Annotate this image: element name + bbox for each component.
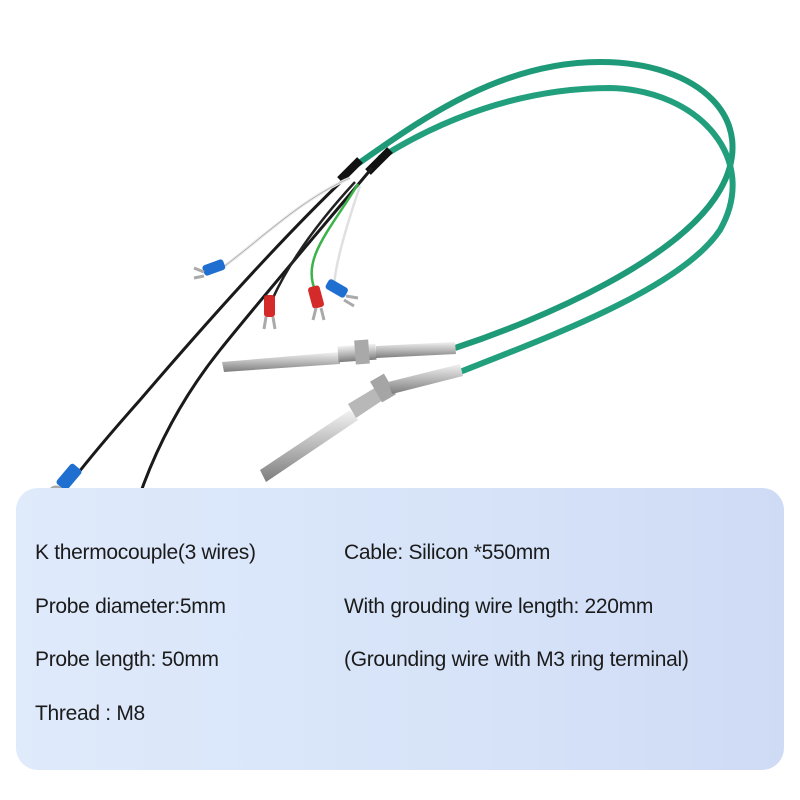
spade-terminal-blue-1 bbox=[193, 259, 226, 280]
spade-terminal-red-2 bbox=[308, 285, 326, 321]
spade-terminal-blue-2 bbox=[325, 279, 359, 308]
spec-thread: Thread : M8 bbox=[35, 702, 145, 725]
spade-terminal-red-1 bbox=[262, 295, 277, 330]
spec-probe-length: Probe length: 50mm bbox=[35, 648, 219, 671]
probe-2 bbox=[260, 364, 463, 482]
green-cable-1 bbox=[350, 58, 736, 351]
ground-wire-1 bbox=[63, 176, 347, 491]
probe-1 bbox=[222, 339, 456, 372]
spec-thermocouple-type: K thermocouple(3 wires) bbox=[35, 541, 256, 564]
green-cable-2 bbox=[378, 84, 736, 375]
spec-grounding-terminal: (Grounding wire with M3 ring terminal) bbox=[344, 648, 689, 671]
spec-panel bbox=[16, 488, 784, 770]
spec-probe-diameter: Probe diameter:5mm bbox=[35, 595, 226, 618]
spec-grounding-wire-length: With grouding wire length: 220mm bbox=[344, 595, 654, 618]
spec-cable: Cable: Silicon *550mm bbox=[344, 541, 551, 564]
ground-wire-2 bbox=[136, 167, 374, 501]
